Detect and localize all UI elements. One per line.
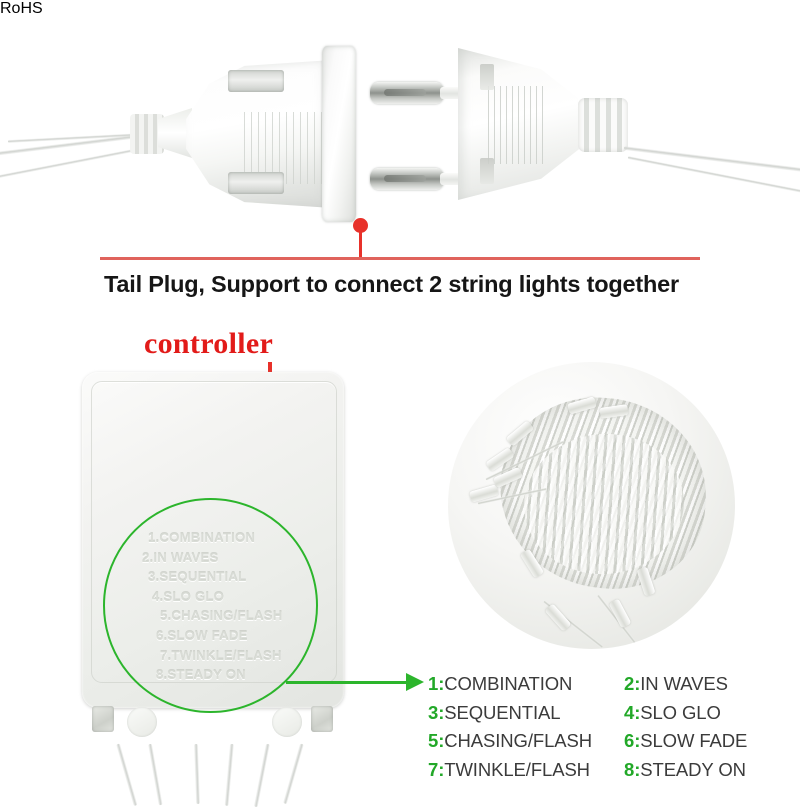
- footer-knob: [127, 707, 157, 737]
- rohs-emboss-logo: RoHS: [0, 0, 43, 17]
- plug-pin-lower: [370, 168, 444, 190]
- mode-label: SLO GLO: [640, 701, 721, 723]
- footer-screw: [92, 706, 114, 732]
- mode-list-arrow-icon: [406, 673, 424, 691]
- mode-item-3: 3:SEQUENTIAL: [428, 702, 624, 724]
- mode-number: 1:: [428, 673, 445, 694]
- footer-screw: [311, 706, 333, 732]
- socket-contact-slot: [228, 70, 284, 92]
- socket-contact-slot: [228, 172, 284, 194]
- output-wire: [148, 743, 163, 806]
- coiled-string-lights-photo: [448, 362, 735, 649]
- plug-strain-relief: [578, 98, 628, 152]
- tail-plug-marker-stem: [359, 230, 362, 259]
- mode-item-2: 2:IN WAVES: [624, 673, 794, 695]
- mode-list-highlight-circle: [103, 498, 318, 713]
- mode-label: IN WAVES: [640, 673, 728, 694]
- mode-item-8: 8:STEADY ON: [624, 759, 794, 781]
- tail-plug-caption: Tail Plug, Support to connect 2 string l…: [104, 271, 679, 297]
- controller-label: controller: [144, 327, 274, 360]
- mode-number: 2:: [624, 673, 641, 694]
- output-wire: [224, 743, 234, 806]
- mode-item-7: 7:TWINKLE/FLASH: [428, 759, 624, 781]
- mode-number: 7:: [428, 758, 445, 780]
- plug-pin-upper: [370, 82, 444, 104]
- caption-divider-rule: [100, 257, 700, 260]
- mode-number: 8:: [624, 758, 641, 780]
- tail-plug-socket: [130, 46, 356, 222]
- plug-mark: [480, 64, 494, 90]
- mode-item-1: 1:COMBINATION: [428, 673, 624, 695]
- mode-label: TWINKLE/FLASH: [444, 758, 590, 780]
- mode-label: SEQUENTIAL: [444, 701, 561, 723]
- socket-face-flange: [322, 46, 356, 222]
- pin-slot: [384, 89, 426, 96]
- mode-number: 5:: [428, 730, 445, 751]
- pin-slot: [384, 175, 426, 182]
- plug-photo-area: [0, 0, 800, 248]
- mode-label: STEADY ON: [640, 758, 746, 780]
- male-power-plug: [458, 48, 638, 200]
- output-wire: [282, 743, 304, 805]
- mode-label: CHASING/FLASH: [444, 730, 593, 751]
- output-wire: [253, 743, 270, 807]
- plug-ribs: [488, 86, 544, 164]
- output-wire: [116, 743, 138, 807]
- mode-label: SLOW FADE: [640, 730, 748, 751]
- plug-mark: [480, 158, 494, 184]
- mode-number: 4:: [624, 701, 641, 723]
- mode-list-connector-line: [286, 681, 412, 684]
- mode-item-4: 4:SLO GLO: [624, 702, 794, 724]
- mode-label: COMBINATION: [444, 673, 573, 694]
- footer-knob: [272, 707, 302, 737]
- mode-list-table: 1:COMBINATION 2:IN WAVES 3:SEQUENTIAL 4:…: [428, 673, 794, 781]
- mode-item-5: 5:CHASING/FLASH: [428, 730, 624, 752]
- mode-item-6: 6:SLOW FADE: [624, 730, 794, 752]
- mode-number: 3:: [428, 701, 445, 723]
- lead-wire: [627, 156, 800, 195]
- output-wire: [194, 743, 201, 805]
- tail-plug-marker-dot: [353, 218, 368, 233]
- mode-number: 6:: [624, 730, 641, 751]
